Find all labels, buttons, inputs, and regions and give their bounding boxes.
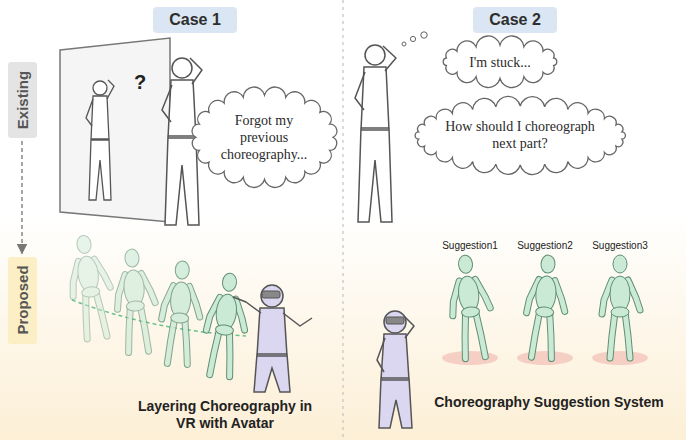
cloud-outline	[409, 98, 632, 173]
suggestion-label: Suggestion3	[592, 240, 648, 252]
avatar-layer	[159, 260, 202, 365]
user-body	[379, 334, 412, 428]
floor-shadow	[517, 351, 573, 365]
person-head	[172, 58, 192, 78]
user-head	[261, 285, 283, 307]
node-text: How should I choreograph next part?	[445, 118, 595, 152]
case-tab: Case 2	[473, 7, 557, 33]
avatar-layer	[113, 248, 158, 353]
node-text: Forgot my previous choreography...	[214, 112, 314, 163]
floor-shadow	[592, 351, 648, 365]
cloud-outline	[415, 96, 625, 174]
thought-bubble: How should I choreograph next part?	[409, 98, 632, 173]
node-text: Proposed	[14, 265, 31, 334]
question-mark: ?	[134, 70, 146, 94]
node-text: Case 1	[169, 11, 221, 29]
thought-bubble: Forgot my previous choreography...	[187, 87, 342, 188]
reflection-body	[89, 96, 111, 200]
mirror	[60, 38, 170, 222]
section-tag: Proposed	[8, 257, 37, 344]
reflection-head	[93, 81, 107, 95]
user-arms	[377, 316, 414, 372]
thought-dot	[410, 36, 415, 41]
vr-headset	[262, 291, 280, 298]
node-text: Existing	[14, 71, 31, 129]
cloud-outline	[192, 87, 337, 187]
reflection-arms	[86, 80, 114, 126]
divider-line	[342, 0, 343, 440]
person-arms	[355, 46, 396, 110]
suggestion-label: Suggestion2	[517, 240, 573, 252]
person-body	[358, 67, 392, 222]
vr-headset	[386, 317, 404, 324]
user-arms	[233, 297, 312, 326]
person-arms	[162, 58, 202, 122]
node-text: Case 2	[489, 11, 541, 29]
suggested-pose	[447, 253, 496, 359]
node-text: I'm stuck...	[460, 54, 540, 71]
thought-dot	[421, 32, 427, 38]
section-tag: Existing	[8, 62, 37, 138]
floor-shadow	[442, 351, 498, 365]
thought-bubble: I'm stuck...	[436, 37, 564, 87]
case-tab: Case 1	[153, 7, 237, 33]
user-body	[254, 308, 290, 392]
suggested-pose	[523, 254, 568, 359]
avatar-layer	[65, 233, 117, 340]
thought-dot	[402, 42, 406, 46]
user-head	[384, 311, 406, 333]
suggested-pose	[602, 255, 640, 358]
caption-text: Choreography Suggestion System	[434, 394, 663, 411]
caption-text: Layering Choreography in VR with Avatar	[130, 398, 320, 432]
avatar-layer	[202, 271, 251, 377]
person-head	[365, 45, 385, 65]
suggestion-label: Suggestion1	[442, 240, 498, 252]
person-body	[165, 80, 199, 225]
cloud-outline	[443, 36, 557, 88]
flow-arrow	[21, 141, 23, 254]
